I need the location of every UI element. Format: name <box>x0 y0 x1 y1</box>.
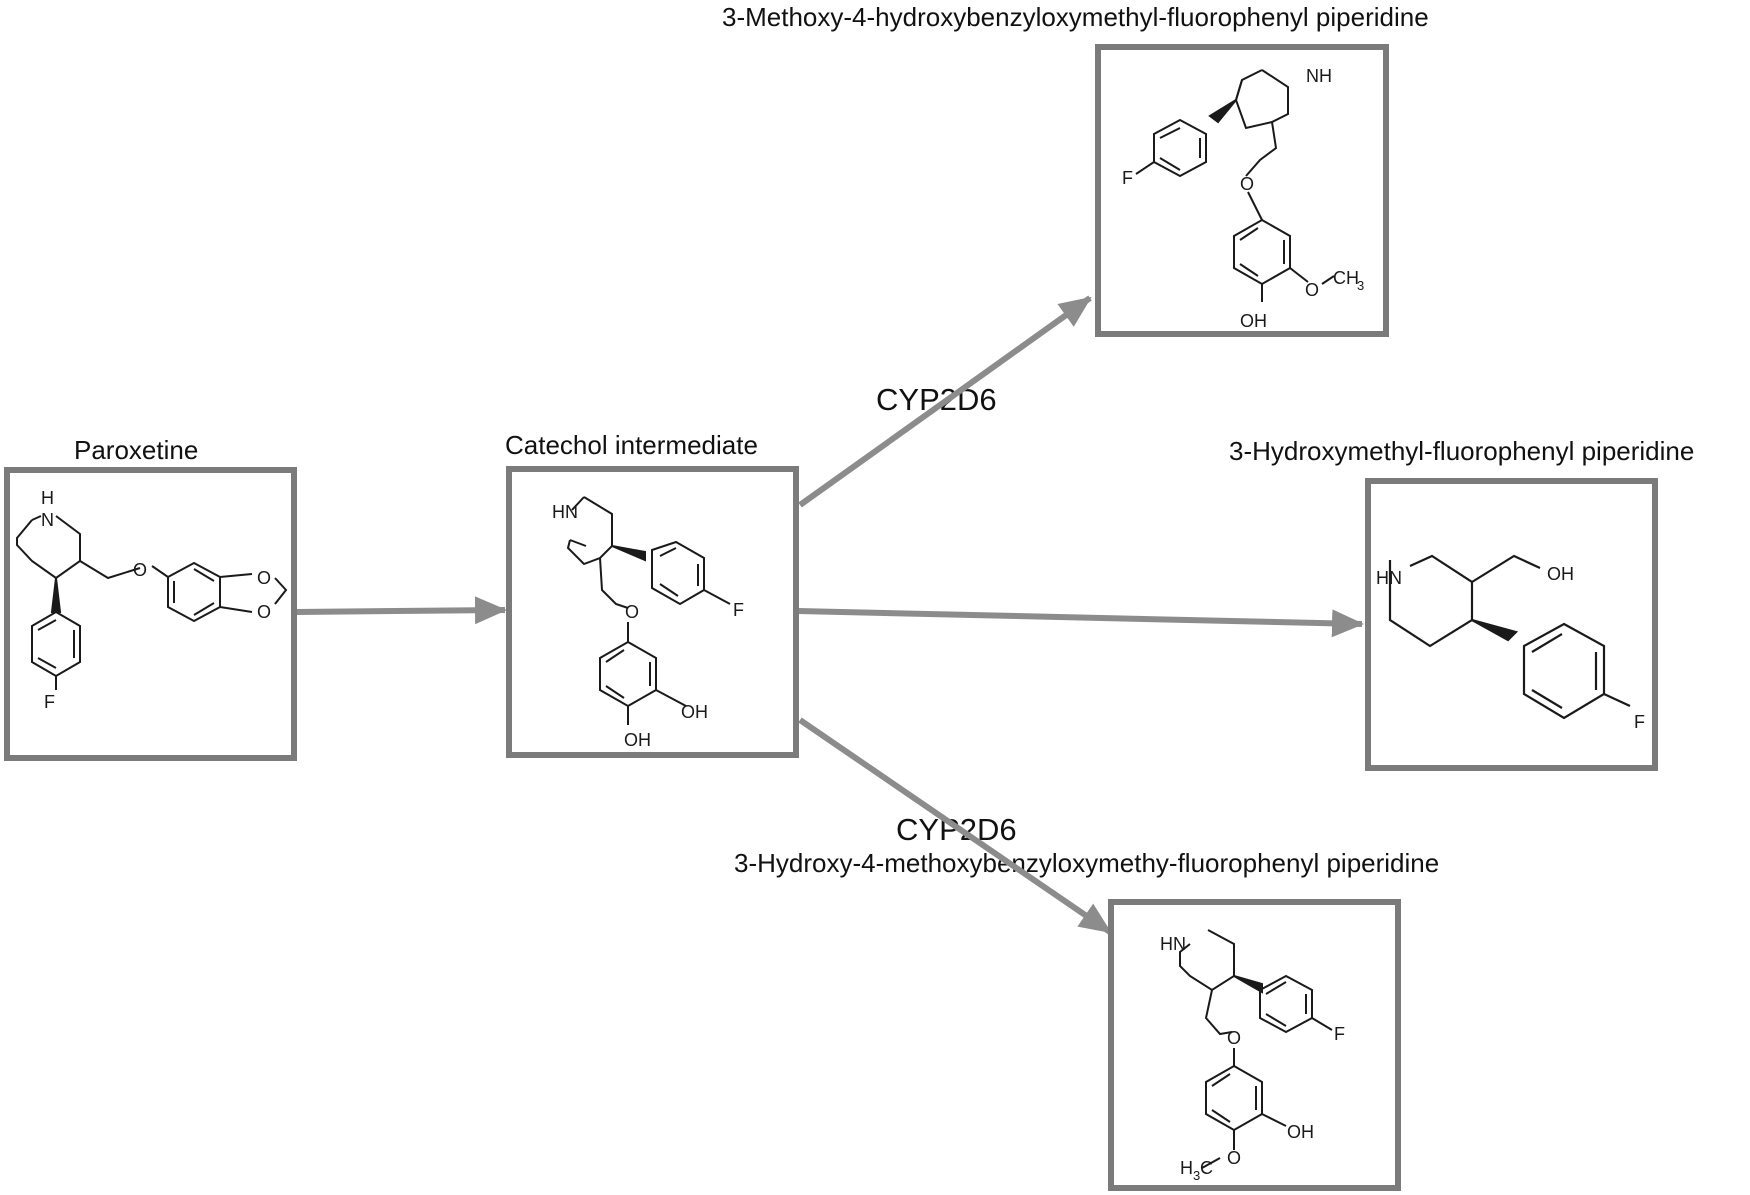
label-catechol-intermediate: Catechol intermediate <box>505 430 758 460</box>
atom-nh: NH <box>1306 66 1332 86</box>
atom-o: O <box>133 560 147 580</box>
arrow-catechol-to-hydroxy-product <box>798 717 1112 935</box>
atom-c: C <box>1200 1158 1213 1178</box>
label-hydroxy-methoxybenzyl-product: 3-Hydroxy-4-methoxybenzyloxymethy-fluoro… <box>734 848 1440 878</box>
compound-boxes <box>4 44 1658 1191</box>
box-catechol <box>506 466 799 758</box>
box-methoxy-product <box>1095 44 1389 337</box>
atom-subscript: 3 <box>1193 1168 1200 1183</box>
atoms-hydroxy-product: HN F O OH H 3 C O <box>1160 934 1345 1183</box>
atom-hn: HN <box>552 502 578 522</box>
structure-hydroxymethyl <box>1388 554 1631 720</box>
arrow-catechol-to-methoxy-product <box>798 295 1092 508</box>
atom-o: O <box>1240 174 1254 194</box>
structure-paroxetine <box>16 515 288 690</box>
box-hydroxymethyl <box>1365 478 1658 771</box>
arrow-catechol-to-hydroxymethyl <box>797 608 1364 638</box>
label-paroxetine: Paroxetine <box>74 435 199 465</box>
atom-hn: HN <box>1160 934 1186 954</box>
box-paroxetine <box>4 467 297 761</box>
structure-catechol <box>566 496 731 725</box>
atom-hn: HN <box>1376 568 1402 588</box>
atom-n: N <box>41 510 54 530</box>
atom-o: O <box>1305 280 1319 300</box>
atom-oh: OH <box>1240 311 1267 331</box>
atoms-paroxetine: H N O O O F <box>41 488 271 712</box>
structure-hydroxy-product <box>1179 929 1333 1169</box>
atom-f: F <box>44 692 55 712</box>
label-methoxy-hydroxybenzyl-product: 3-Methoxy-4-hydroxybenzyloxymethyl-fluor… <box>722 2 1429 32</box>
atom-h: H <box>41 488 54 508</box>
structure-methoxy-product <box>1135 69 1335 302</box>
arrow-paroxetine-to-catechol <box>295 596 507 625</box>
atom-o: O <box>625 602 639 622</box>
atom-o: O <box>257 602 271 622</box>
atom-oh: OH <box>1287 1122 1314 1142</box>
atoms-hydroxymethyl: HN OH F <box>1376 564 1645 732</box>
atom-o: O <box>257 568 271 588</box>
atom-ch: CH <box>1333 268 1359 288</box>
atom-o: O <box>1227 1028 1241 1048</box>
atom-o: O <box>1227 1148 1241 1168</box>
atom-subscript: 3 <box>1357 278 1364 293</box>
atom-oh: OH <box>1547 564 1574 584</box>
atom-h: H <box>1180 1158 1193 1178</box>
atoms-catechol: HN O F OH OH <box>552 502 744 750</box>
atom-f: F <box>733 600 744 620</box>
label-hydroxymethyl-product: 3-Hydroxymethyl-fluorophenyl piperidine <box>1229 436 1695 466</box>
atom-f: F <box>1122 168 1133 188</box>
atom-oh: OH <box>681 702 708 722</box>
atom-f: F <box>1334 1024 1345 1044</box>
atom-f: F <box>1634 712 1645 732</box>
reaction-arrows <box>295 295 1364 935</box>
atoms-methoxy-product: NH F O O CH 3 OH <box>1122 66 1364 331</box>
atom-oh: OH <box>624 730 651 750</box>
box-hydroxy-product <box>1108 899 1401 1191</box>
